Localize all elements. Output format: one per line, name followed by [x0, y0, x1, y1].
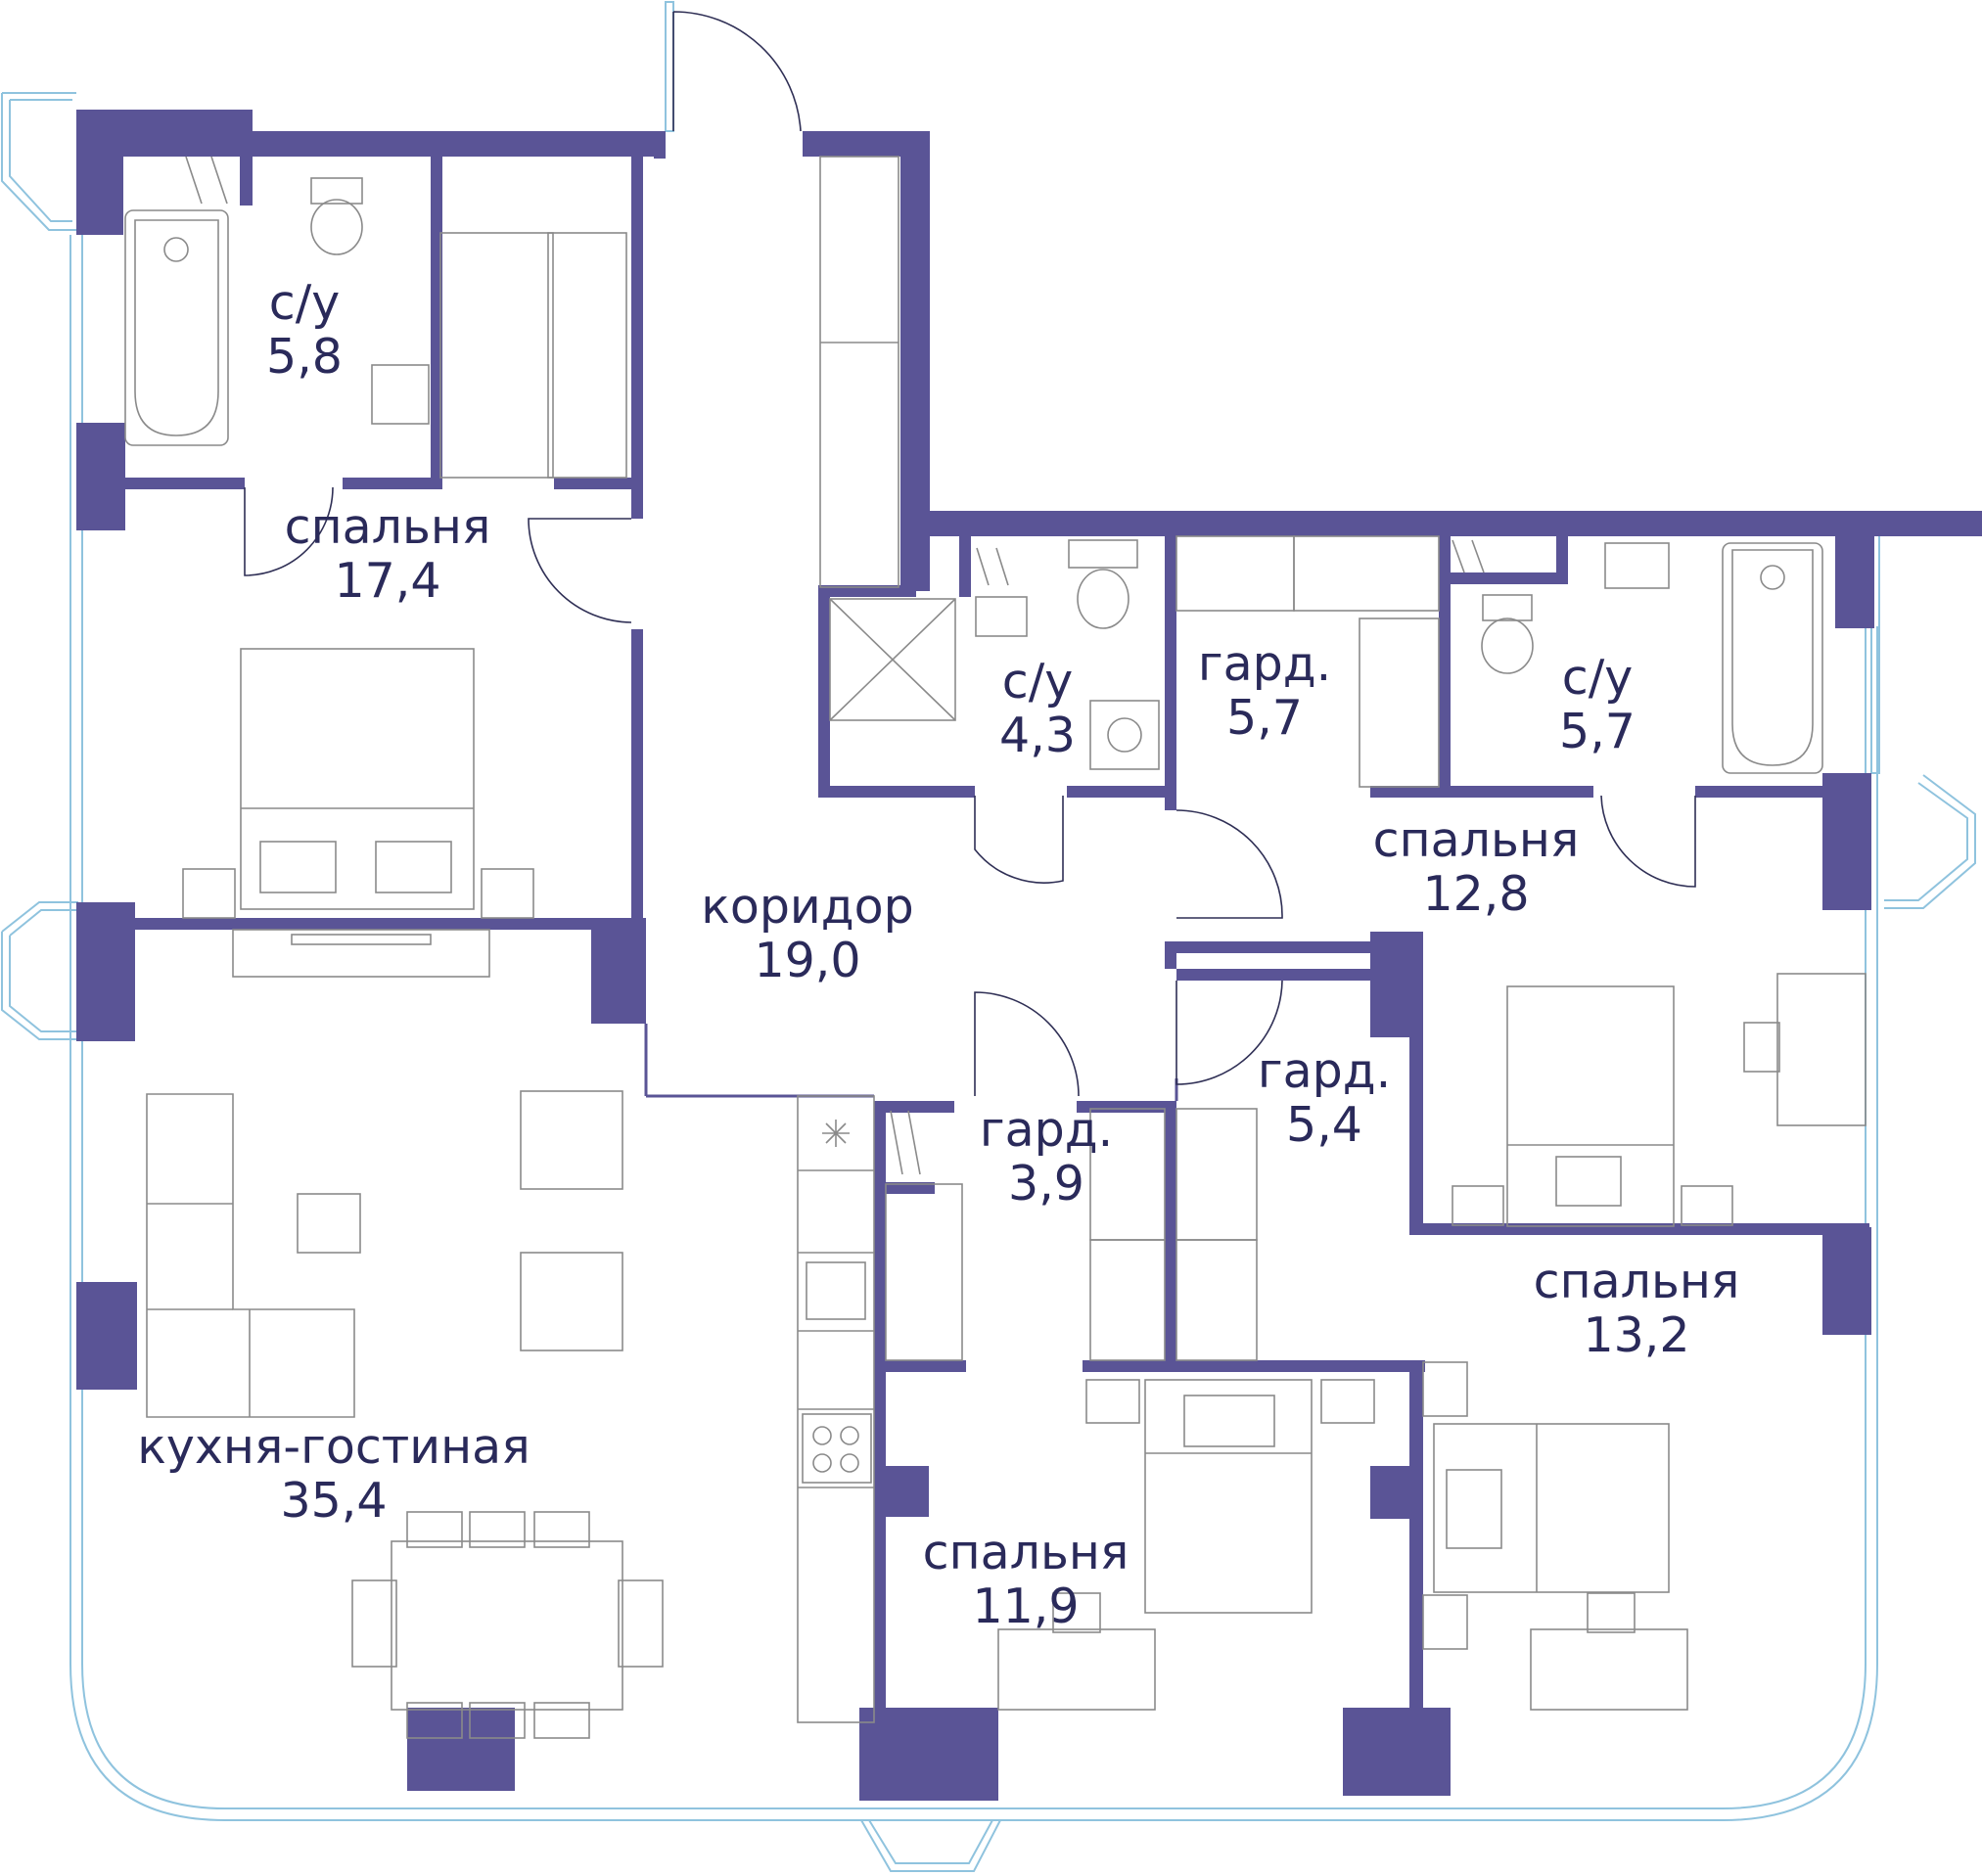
room-area: 4,3	[999, 707, 1076, 763]
room-area: 11,9	[972, 1578, 1080, 1634]
room-area: 5,7	[1559, 703, 1636, 759]
room-label-wardrobe-1: гард. 5,7	[1197, 636, 1332, 746]
room-label-wardrobe-3: гард. 3,9	[979, 1102, 1114, 1212]
furniture	[124, 156, 1867, 1739]
room-label-bath-3: с/у 5,7	[1559, 650, 1636, 759]
room-area: 12,8	[1422, 865, 1530, 922]
room-area: 19,0	[754, 932, 861, 988]
doors	[244, 11, 1696, 1097]
room-label-bedroom-3: спальня 13,2	[1533, 1254, 1740, 1363]
room-name: спальня	[284, 499, 491, 555]
room-label-bedroom-1: спальня 17,4	[284, 499, 491, 609]
room-name: спальня	[1372, 812, 1580, 868]
room-name: с/у	[1561, 650, 1634, 706]
room-area: 17,4	[334, 552, 441, 609]
walls	[76, 110, 1982, 1801]
room-area: 5,7	[1226, 689, 1303, 746]
room-name: гард.	[1257, 1043, 1392, 1099]
room-name: гард.	[979, 1102, 1114, 1158]
room-area: 5,4	[1286, 1096, 1362, 1153]
room-label-bedroom-2: спальня 12,8	[1372, 812, 1580, 922]
room-name: коридор	[701, 879, 914, 935]
room-area: 13,2	[1583, 1306, 1690, 1363]
room-label-kitchen-living: кухня-гостиная 35,4	[137, 1419, 530, 1529]
room-name: с/у	[1001, 654, 1074, 709]
room-name: с/у	[268, 275, 341, 331]
partitions	[644, 1024, 1178, 1101]
room-label-corridor: коридор 19,0	[701, 879, 914, 988]
room-label-bath-1: с/у 5,8	[266, 275, 343, 385]
room-label-bath-2: с/у 4,3	[999, 654, 1076, 763]
room-area: 5,8	[266, 328, 343, 385]
room-name: спальня	[922, 1525, 1129, 1580]
room-area: 35,4	[280, 1472, 388, 1529]
room-name: гард.	[1197, 636, 1332, 692]
room-area: 3,9	[1008, 1155, 1084, 1212]
room-name: спальня	[1533, 1254, 1740, 1309]
room-label-bedroom-4: спальня 11,9	[922, 1525, 1129, 1634]
room-label-wardrobe-2: гард. 5,4	[1257, 1043, 1392, 1153]
room-name: кухня-гостиная	[137, 1419, 530, 1475]
